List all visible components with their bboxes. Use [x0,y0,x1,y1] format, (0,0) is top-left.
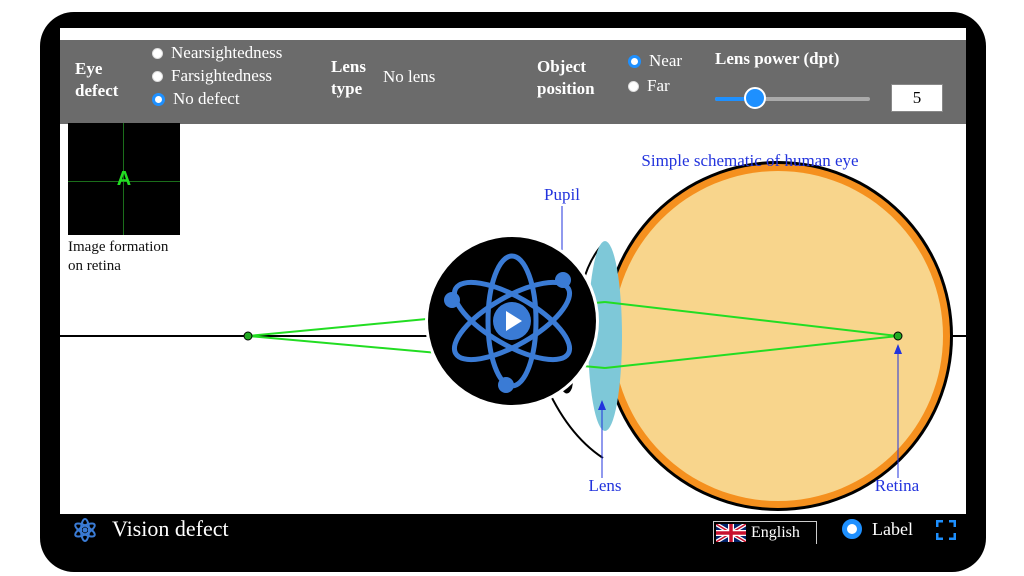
retina-label: Retina [875,476,920,495]
electron-dot [498,377,514,393]
label-toggle[interactable]: Label [842,516,913,542]
simulation-screen: Eye defect Nearsightedness Farsightednes… [60,28,966,544]
option-label: Farsightedness [171,66,273,85]
slider-handle[interactable] [744,87,766,109]
play-icon [506,311,522,331]
radio-nearsightedness[interactable]: Nearsightedness [152,42,282,64]
image-point [893,331,903,341]
object-point[interactable] [243,331,253,341]
radio-far[interactable]: Far [628,75,670,97]
language-selector[interactable]: English [713,521,817,544]
lens-power-input[interactable] [891,84,943,112]
eyeball-interior [613,171,943,501]
lens-type-label: Lens type [331,57,366,98]
option-label: No defect [173,89,240,108]
lens-label: Lens [588,476,621,495]
lens-arrow-icon [598,400,606,410]
fullscreen-icon[interactable] [936,520,956,540]
lens-type-value: No lens [383,67,436,86]
radio-unchecked-icon [152,70,163,82]
language-label: English [751,524,800,541]
retina-image-preview: A [68,123,180,235]
radio-checked-icon [152,92,165,106]
app-title: Vision defect [112,516,229,541]
retina-preview-caption: Image formation on retina [68,239,169,274]
pupil-label: Pupil [544,185,580,204]
radio-checked-icon [628,54,641,68]
slider-fill [715,97,755,101]
radio-unchecked-icon [152,47,163,59]
play-overlay[interactable] [425,234,599,408]
option-label: Nearsightedness [171,43,283,62]
lens-power-slider[interactable] [715,87,870,109]
eye-lens [588,241,622,431]
radio-no-defect[interactable]: No defect [152,88,240,110]
eye-defect-label: Eye defect [75,59,119,100]
toggle-radio-icon [842,519,862,539]
object-position-label: Object position [537,57,595,98]
retina-preview-letter: A [116,168,132,190]
radio-unchecked-icon [628,80,639,92]
lens-power-label: Lens power (dpt) [715,49,840,68]
footer-bar: Vision defect English Label [60,514,966,544]
scene-title: Simple schematic of human eye [641,151,858,170]
uk-flag-icon [716,524,746,542]
control-toolbar: Eye defect Nearsightedness Farsightednes… [60,40,966,124]
radio-near[interactable]: Near [628,50,682,72]
atom-icon [74,518,96,542]
electron-dot [555,272,571,288]
eye-schematic: Simple schematic of human eye Pupil Lens… [60,151,966,511]
option-label: Near [649,51,683,70]
radio-farsightedness[interactable]: Farsightedness [152,65,272,87]
electron-dot [444,292,460,308]
label-toggle-text: Label [872,519,913,539]
option-label: Far [647,76,670,95]
retina-arrow-icon [894,344,902,354]
